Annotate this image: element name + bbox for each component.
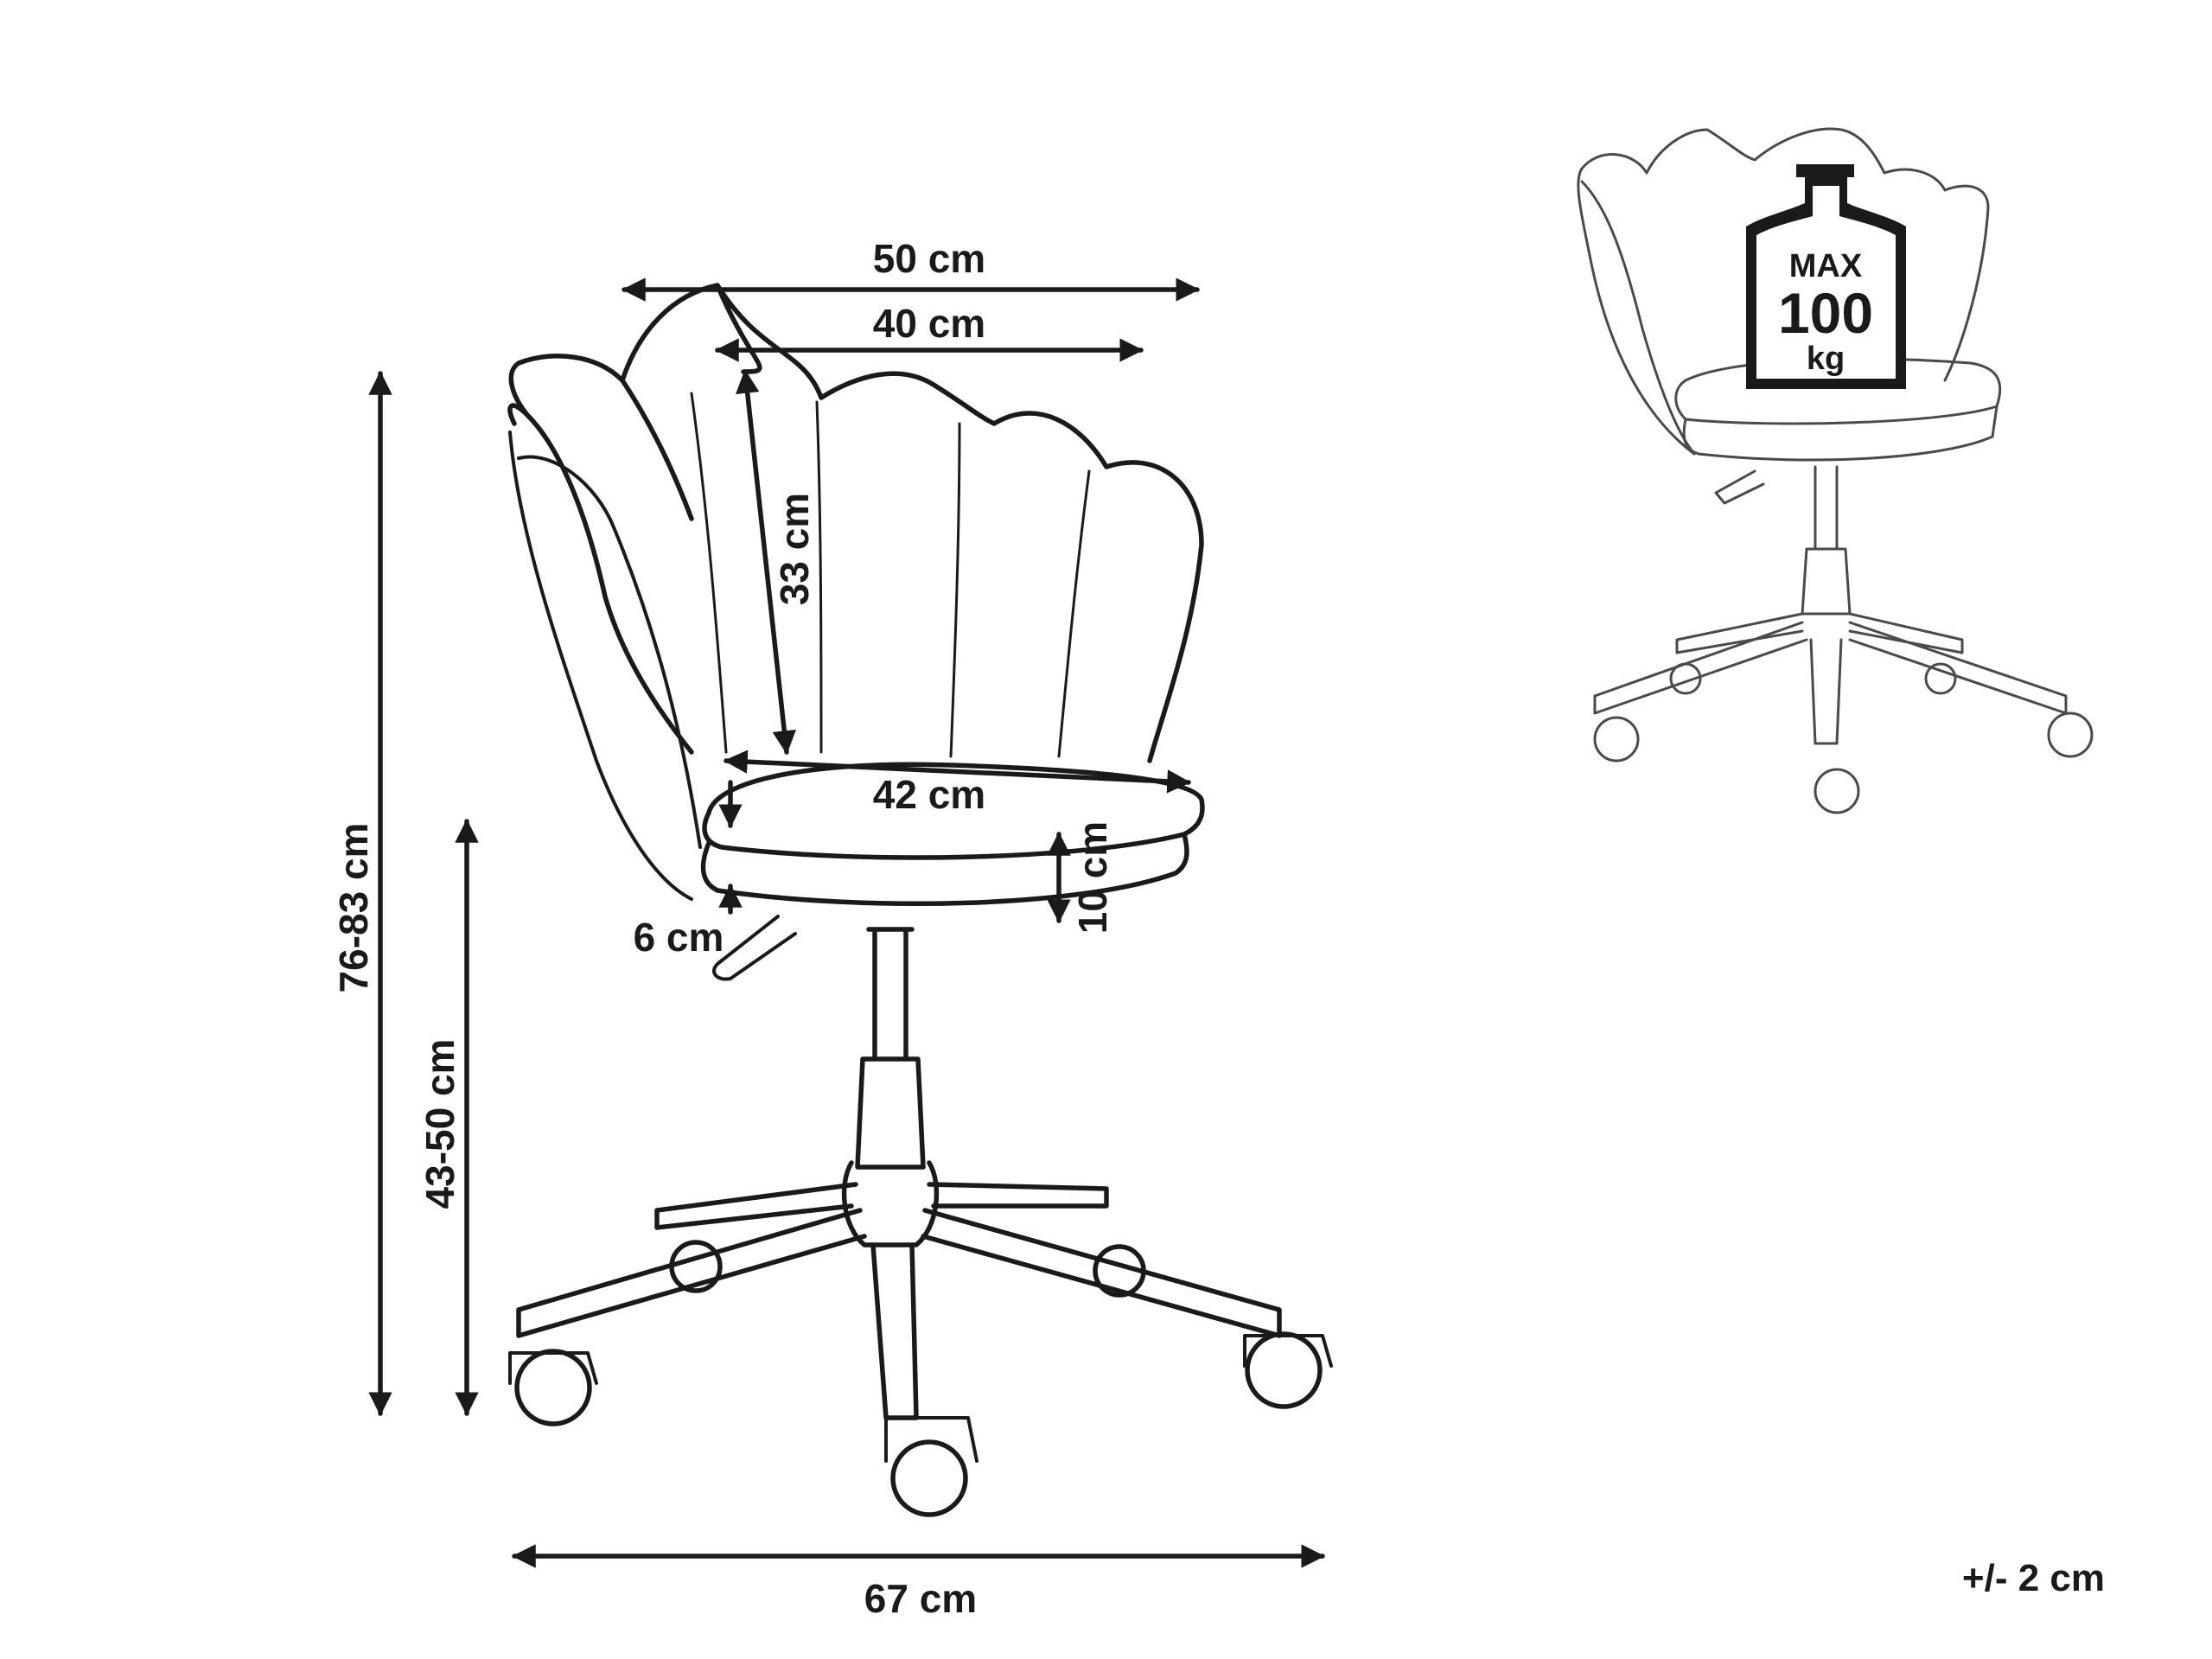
thumb-caster-right xyxy=(2047,711,2094,758)
thumb-backrest-outline xyxy=(1577,127,1990,456)
caster-left-front-housing xyxy=(508,1351,598,1385)
dimension-lines xyxy=(368,278,1325,1568)
caster-right-back xyxy=(1093,1244,1146,1298)
seat-front xyxy=(702,810,1187,860)
caster-right-front xyxy=(1245,1331,1323,1409)
channel-line-4 xyxy=(1057,469,1091,758)
weight-icon-face xyxy=(1756,186,1896,379)
gas-lift-upper xyxy=(866,927,915,1062)
thumb-caster-back-left xyxy=(1669,662,1702,695)
label-base-width: 67 cm xyxy=(864,1576,977,1621)
load-value-text: 100 xyxy=(1778,281,1873,345)
label-backrest-height: 33 cm xyxy=(772,493,817,605)
height-lever xyxy=(712,915,797,981)
caster-left-front xyxy=(514,1349,592,1426)
label-seat-gap: 6 cm xyxy=(634,915,724,960)
armrest-inner-line xyxy=(517,455,702,849)
load-unit-text: kg xyxy=(1807,341,1845,377)
label-backrest-width: 40 cm xyxy=(873,301,985,346)
load-max-text: MAX xyxy=(1789,248,1863,284)
label-total-height: 76-83 cm xyxy=(331,823,376,993)
gas-lift-lower xyxy=(855,1056,926,1170)
channel-line-3 xyxy=(949,422,961,758)
base-leg-front xyxy=(870,1242,919,1420)
armrest-outer-line xyxy=(508,431,693,901)
max-load-weight-icon: MAX 100 kg xyxy=(1746,164,1906,389)
base-hub xyxy=(841,1160,940,1247)
dim-line-backrest-height xyxy=(736,369,796,755)
thumb-gas-lift xyxy=(1801,465,1852,616)
label-seat-width: 42 cm xyxy=(873,772,985,817)
channel-line-1 xyxy=(690,392,728,754)
base-leg-right-back xyxy=(927,1182,1109,1209)
thumbnail-chair-drawing xyxy=(1577,127,2094,814)
base-leg-left-front xyxy=(516,1208,867,1338)
caster-left-back xyxy=(669,1240,723,1293)
base-leg-left-back xyxy=(654,1182,858,1230)
main-chair-drawing xyxy=(507,283,1333,1517)
thumb-caster-left xyxy=(1593,716,1640,763)
base-leg-right-front xyxy=(921,1208,1282,1338)
thumb-seat-front xyxy=(1682,405,1998,462)
label-seat-height: 43-50 cm xyxy=(418,1039,462,1209)
thumb-arm-curve xyxy=(1580,180,1696,456)
dimension-labels: 50 cm 40 cm 33 cm 42 cm 10 cm 6 cm 76-83… xyxy=(331,236,1115,1621)
dim-line-seat-width xyxy=(724,750,1191,794)
label-overall-width: 50 cm xyxy=(873,236,985,281)
thumb-caster-back-right xyxy=(1924,662,1957,695)
thumb-lever xyxy=(1714,469,1765,505)
caster-front-housing xyxy=(884,1416,979,1463)
tolerance-note: +/- 2 cm xyxy=(1962,1557,2105,1599)
label-seat-thickness: 10 cm xyxy=(1070,821,1115,934)
backrest-outline xyxy=(507,283,1204,763)
channel-line-2 xyxy=(815,400,823,754)
thumb-caster-front xyxy=(1814,768,1860,814)
caster-right-front-housing xyxy=(1243,1334,1333,1368)
seat-bottom xyxy=(700,832,1189,907)
thumb-base-legs xyxy=(1593,612,2068,745)
caster-front xyxy=(890,1439,968,1517)
